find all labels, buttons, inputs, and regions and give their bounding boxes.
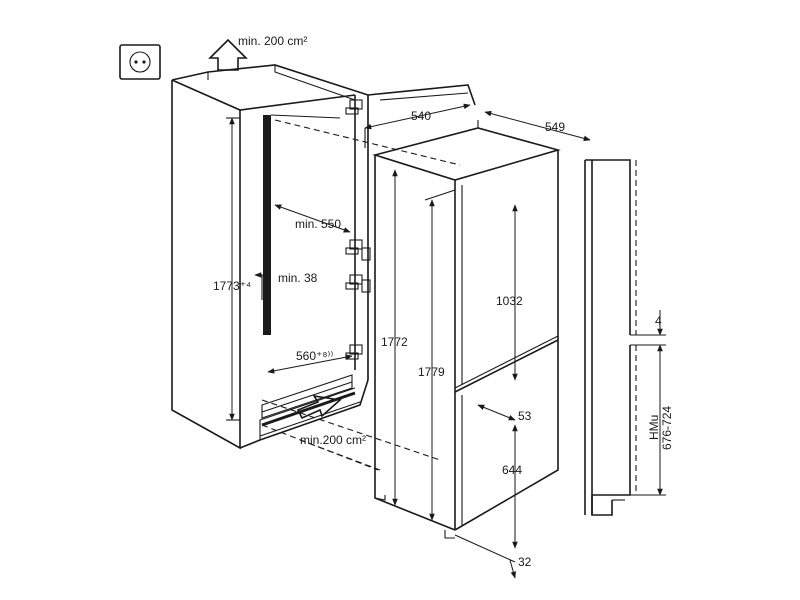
hmu-range-label: 676-724 [660,406,674,450]
air-flow-top-arrow-icon [208,38,248,71]
guide-lines [261,119,461,471]
lower-644-label: 644 [502,463,522,477]
air-top-label: min. 200 cm² [238,34,307,48]
gap-label: min. 38 [278,271,318,285]
offset-53-label: 53 [518,409,532,423]
niche-dimensions [226,117,353,421]
appliance-body [372,127,561,539]
power-socket-icon [119,44,161,80]
height-1772-label: 1772 [381,335,408,349]
niche-height-label: 1773⁺⁴ [213,279,251,293]
cabinet-niche [171,64,369,450]
side-panel-section [584,159,666,516]
height-1779-label: 1779 [418,365,445,379]
hmu-label: HMu [647,415,661,440]
appliance-dimensions [364,103,591,579]
bottom-32-label: 32 [518,555,532,569]
upper-1032-label: 1032 [496,294,523,308]
air-flow-bottom-arrow-icon [296,394,342,420]
air-bottom-label: min.200 cm² [300,433,366,447]
panel-4-label: 4 [655,314,662,328]
width-540-label: 540 [411,109,431,123]
hinge-icon [345,99,371,360]
niche-width-label: 560⁺⁸⁾⁾ [296,349,333,363]
niche-depth-label: min. 550 [295,217,341,231]
depth-549-label: 549 [545,120,565,134]
